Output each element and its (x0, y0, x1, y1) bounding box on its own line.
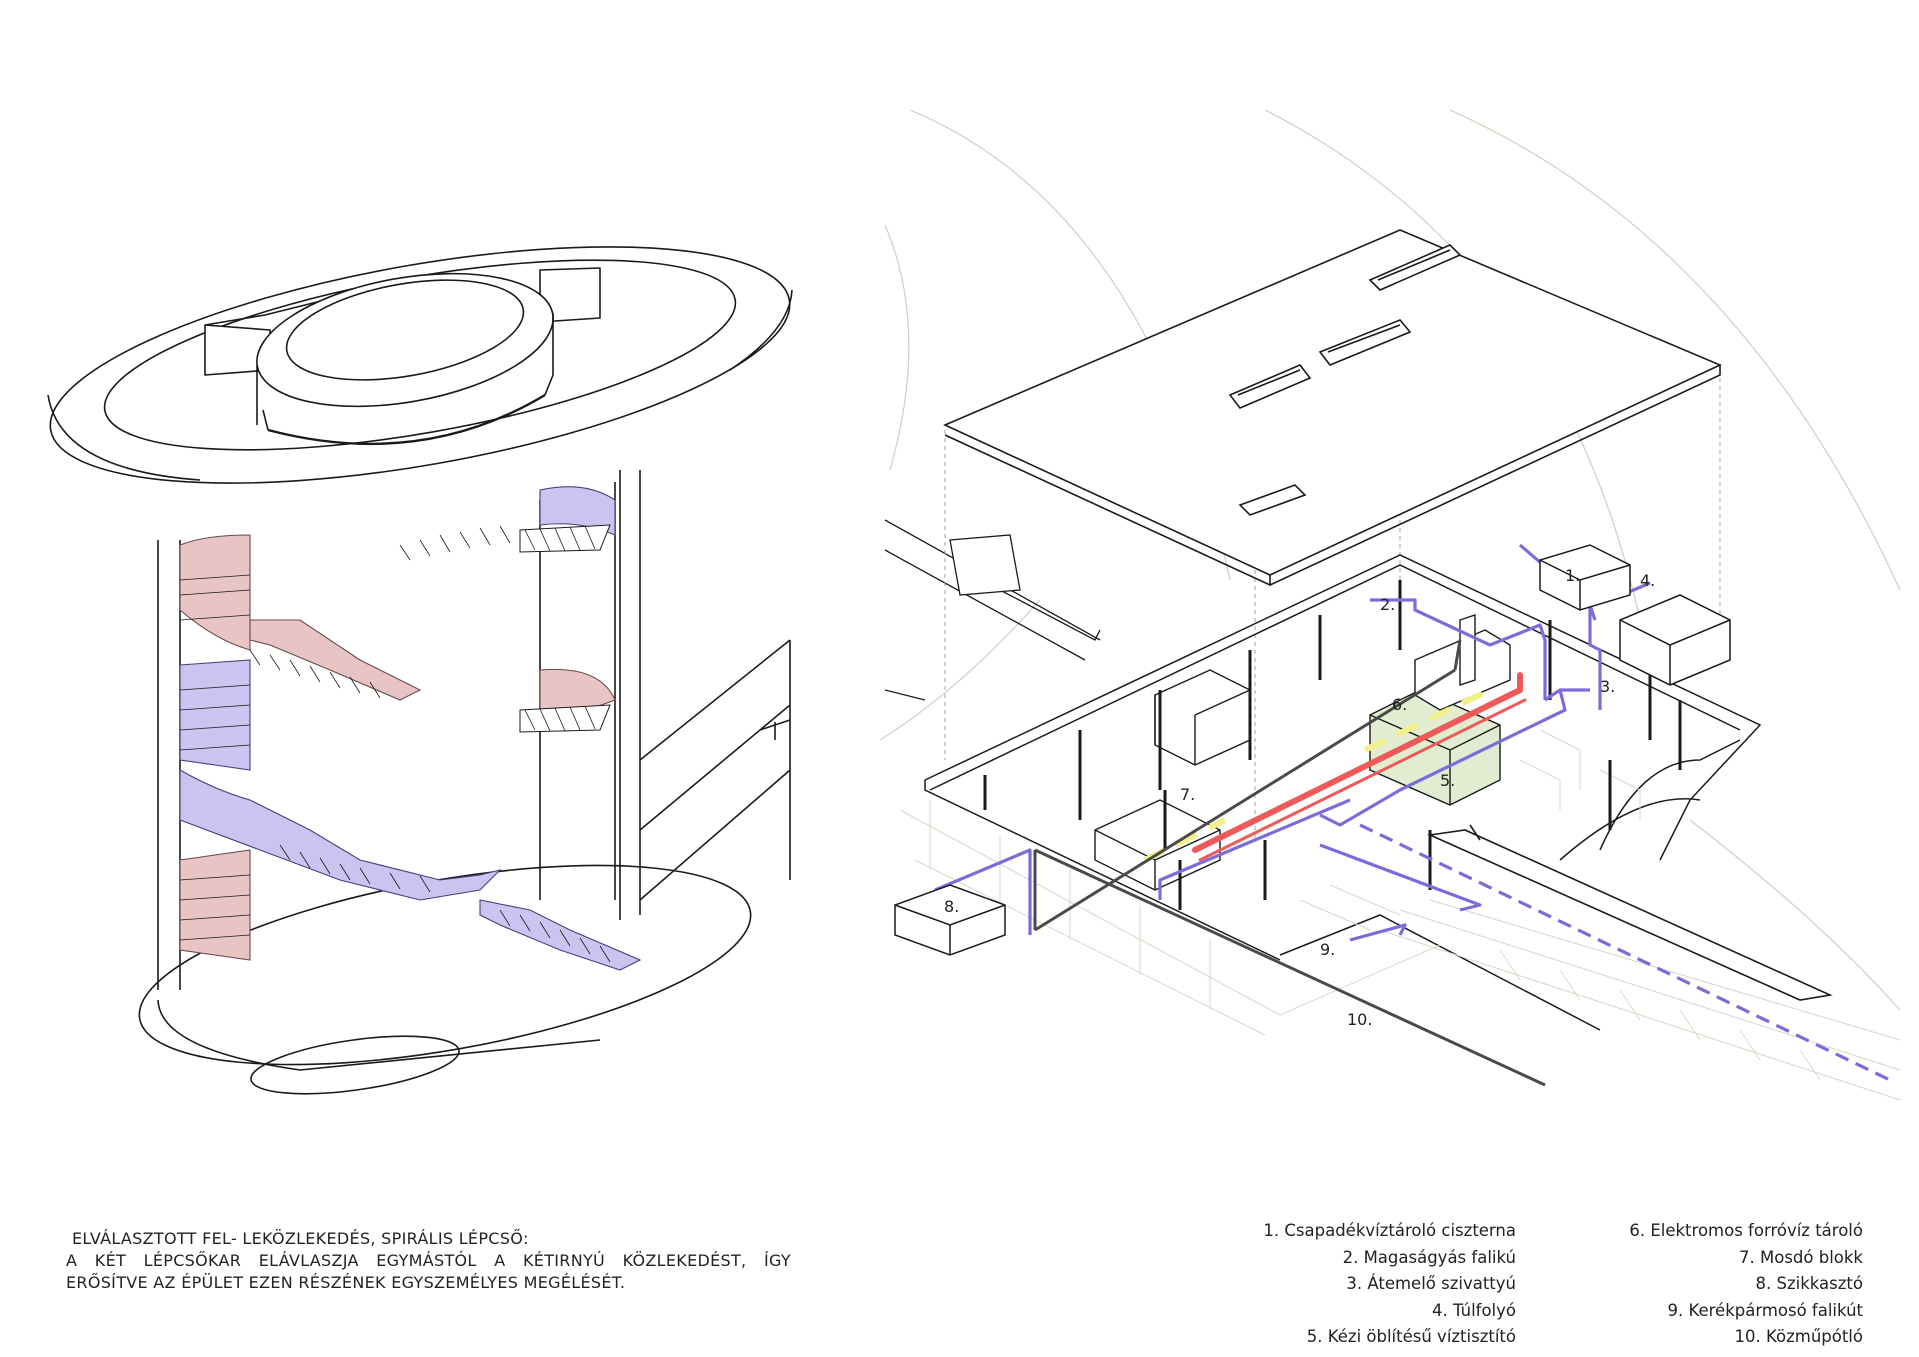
purple-pipe-network (934, 543, 1651, 942)
legend-item: 3. Átemelő szivattyú (1346, 1274, 1516, 1293)
legend-item: 4. Túlfolyó (1432, 1300, 1516, 1320)
legend-item: 8. Szikkasztó (1755, 1274, 1863, 1293)
legend-column-1: 1. Csapadékvíztároló ciszterna 2. Magasá… (1190, 1218, 1516, 1351)
purple-pipe-dashed-outlet (1359, 823, 1891, 1082)
callout-7: 7. (1180, 785, 1195, 804)
foundation-grid (899, 729, 1901, 1101)
callout-10: 10. (1347, 1010, 1372, 1029)
rainwater-cistern-box (1539, 544, 1631, 611)
stair-base-plinth (250, 1035, 460, 1095)
callout-5: 5. (1440, 771, 1455, 790)
stair-annex-box (639, 639, 791, 901)
callout-9: 9. (1320, 940, 1335, 959)
roof-slab (943, 229, 1722, 587)
legend-item: 1. Csapadékvíztároló ciszterna (1263, 1221, 1516, 1240)
legend-item: 7. Mosdó blokk (1739, 1247, 1863, 1267)
stair-caption: ELVÁLASZTOTT FEL- LEKÖZLEKEDÉS, SPIRÁLIS… (66, 1228, 791, 1294)
legend-item: 6. Elektromos forróvíz tároló (1629, 1221, 1863, 1240)
floor-slab-outline (924, 554, 1762, 861)
callout-6: 6. (1392, 695, 1407, 714)
legend-item: 10. Közműpótló (1734, 1327, 1864, 1346)
roof-skylight-3 (1228, 364, 1312, 409)
callout-1: 1. (1565, 566, 1580, 585)
callout-3: 3. (1600, 677, 1615, 696)
legend-item: 9. Kerékpármosó falikút (1667, 1300, 1863, 1320)
columns (983, 580, 1682, 910)
callout-8: 8. (944, 897, 959, 916)
spiral-stair-drawing (47, 246, 793, 1095)
roof-skylight-4 (1238, 484, 1307, 516)
callout-2: 2. (1380, 595, 1395, 614)
legend-item: 2. Magaságyás falikú (1342, 1247, 1516, 1267)
caption-line-1: ELVÁLASZTOTT FEL- LEKÖZLEKEDÉS, SPIRÁLIS… (72, 1229, 529, 1248)
stair-flights-up (179, 486, 642, 971)
legend-column-2: 6. Elektromos forróvíz tároló 7. Mosdó b… (1560, 1218, 1863, 1351)
caption-line-3: ERŐSÍTVE AZ ÉPÜLET EZEN RÉSZÉNEK EGYSZEM… (66, 1273, 626, 1292)
roof-skylight-2 (1318, 319, 1412, 366)
caption-line-2: A KÉT LÉPCSŐKAR ELÁVLASZJA EGYMÁSTÓL A K… (66, 1251, 791, 1270)
wall-block-left (1154, 669, 1251, 766)
red-pipe-network (1192, 672, 1527, 862)
shower-rack (1459, 614, 1476, 686)
overflow-box (1619, 594, 1731, 686)
dark-pipe-network (1033, 639, 1546, 1087)
legend-item: 5. Kézi öblítésű víztisztító (1306, 1327, 1516, 1346)
roof-skylight-1 (1368, 244, 1462, 291)
stair-flights-down (179, 534, 616, 961)
ramp (1427, 824, 1833, 1001)
callout-4: 4. (1640, 571, 1655, 590)
